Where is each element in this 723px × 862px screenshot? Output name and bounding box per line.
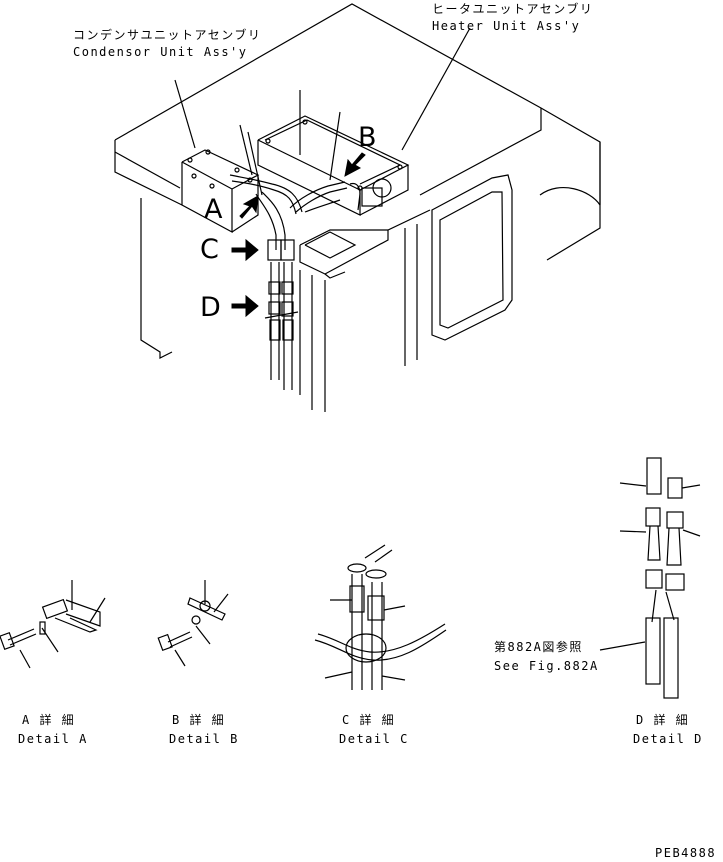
callout-c: C xyxy=(200,234,219,265)
reference-label-en: See Fig.882A xyxy=(494,659,599,673)
pointer-arrows xyxy=(231,152,366,318)
detail-a-drawing xyxy=(0,580,106,669)
detail-d-caption-jp: D 詳 細 xyxy=(636,713,690,727)
callout-a: A xyxy=(204,194,223,225)
cab-assembly xyxy=(114,3,601,412)
detail-c-caption-jp: C 詳 細 xyxy=(342,713,396,727)
heater-unit xyxy=(257,115,410,259)
detail-a-caption-en: Detail A xyxy=(18,732,88,746)
detail-a-caption-jp: A 詳 細 xyxy=(22,713,76,727)
detail-b-drawing xyxy=(157,580,229,667)
detail-c-caption-en: Detail C xyxy=(339,732,409,746)
heater-label-jp: ヒータユニットアセンブリ xyxy=(432,2,594,16)
detail-b-caption-jp: B 詳 細 xyxy=(172,713,226,727)
callout-d: D xyxy=(200,292,221,323)
detail-d-caption-en: Detail D xyxy=(633,732,703,746)
hoses xyxy=(229,174,361,390)
leader-lines xyxy=(174,27,471,196)
reference-label-jp: 第882A図参照 xyxy=(494,640,583,654)
detail-c-drawing xyxy=(314,544,447,690)
condenser-label-jp: コンデンサユニットアセンブリ xyxy=(73,28,262,42)
callout-b: B xyxy=(358,122,377,153)
detail-b-caption-en: Detail B xyxy=(169,732,239,746)
heater-label-en: Heater Unit Ass'y xyxy=(432,19,581,33)
drawing-number: PEB4888 xyxy=(655,846,717,860)
detail-d-drawing xyxy=(599,457,701,699)
condenser-label-en: Condensor Unit Ass'y xyxy=(73,45,248,59)
